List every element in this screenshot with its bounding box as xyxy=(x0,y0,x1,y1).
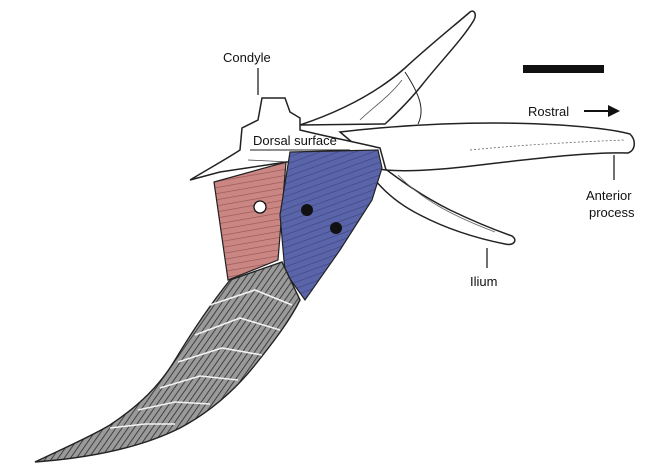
anterior-process-label-line2: process xyxy=(589,205,635,220)
red-muscle xyxy=(214,162,286,280)
black-marker-dot xyxy=(301,204,313,216)
ilium-label: Ilium xyxy=(470,274,497,289)
rostral-label: Rostral xyxy=(528,104,569,119)
dorsal-spine-bone xyxy=(300,11,475,125)
ilium-bone xyxy=(375,165,515,244)
white-marker-dot xyxy=(254,201,266,213)
scale-bar xyxy=(523,65,604,73)
dorsal-surface-label: Dorsal surface xyxy=(253,133,337,148)
anterior-process-label-line1: Anterior xyxy=(586,188,632,203)
black-marker-dot xyxy=(330,222,342,234)
rostral-arrow-head xyxy=(608,105,620,117)
condyle-label: Condyle xyxy=(223,50,271,65)
